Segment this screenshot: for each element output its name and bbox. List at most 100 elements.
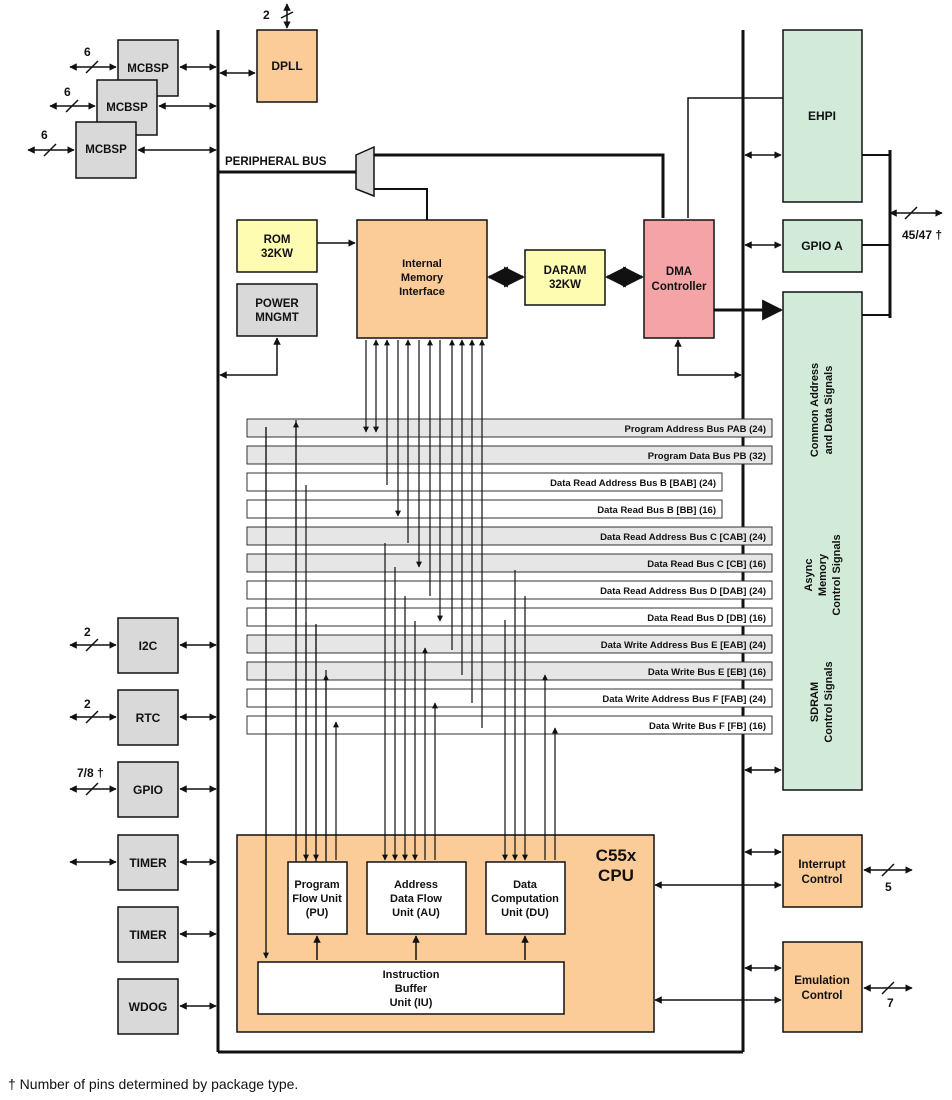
async-label-3: Control Signals [831,534,843,615]
async-label-2: Memory [817,553,829,596]
svg-text:Interface: Interface [399,286,445,298]
svg-text:WDOG: WDOG [129,1000,168,1014]
svg-text:MCBSP: MCBSP [127,63,169,75]
svg-text:(PU): (PU) [306,907,329,919]
svg-text:Control: Control [802,874,843,886]
svg-text:MCBSP: MCBSP [85,144,127,156]
dpll-block: DPLL [256,29,318,103]
common-signals-label-1: Common Address [809,363,821,457]
address-data-flow-unit-block: Address Data Flow Unit (AU) [366,861,467,935]
cpu-label-2: CPU [598,866,634,885]
mcbsp-block-3: MCBSP [75,121,137,179]
bus-label: Data Write Address Bus E [EAB] (24) [601,640,766,651]
i2c-pins-slash [85,638,99,652]
bus-bar [246,580,773,600]
timer-block-2: TIMER [117,906,179,963]
mux-to-imi-line [374,188,428,220]
bus-bar [246,607,773,627]
svg-text:I2C: I2C [139,639,158,653]
gpioa-block: GPIO A [782,219,863,273]
rom-block: ROM 32KW [236,219,318,273]
gpio-pin-count: 7/8 † [77,766,104,780]
svg-text:32KW: 32KW [261,248,293,260]
i2c-pin-count: 2 [84,625,91,639]
mux-to-dma-line [374,153,665,218]
mcbsp3-pin-count: 6 [41,128,48,142]
svg-text:Memory: Memory [401,272,444,284]
mcbsp3-pins-slash [43,143,57,157]
svg-text:Unit (IU): Unit (IU) [390,997,433,1009]
bus-label: Program Address Bus PAB (24) [625,424,766,435]
rtc-pins-slash [85,710,99,724]
gpio-block: GPIO [117,761,179,818]
bus-bar [246,688,773,708]
emulation-pin-count: 7 [887,996,894,1010]
timer-block-1: TIMER [117,834,179,891]
bus-bar [246,553,773,573]
svg-text:Data: Data [513,879,538,891]
internal-memory-interface-block: Internal Memory Interface [356,219,488,339]
bus-label: Data Write Address Bus F [FAB] (24) [602,694,766,705]
bus-label: Data Read Bus D [DB] (16) [647,613,766,624]
mcbsp1-pins-slash [85,60,99,74]
svg-text:EHPI: EHPI [808,109,836,123]
mcbsp1-pin-count: 6 [84,45,91,59]
dpll-pins-slash [280,11,294,19]
svg-text:MCBSP: MCBSP [106,102,148,114]
power-mngmt-block: POWER MNGMT [236,283,318,337]
svg-text:Computation: Computation [491,893,559,905]
instruction-buffer-unit-block: Instruction Buffer Unit (IU) [257,961,565,1015]
bus-connection-lines [263,339,558,959]
bus-bar [246,634,773,654]
svg-text:GPIO: GPIO [133,783,163,797]
internal-buses: Program Address Bus PAB (24) Program Data… [246,418,773,735]
bus-label: Data Write Bus E [EB] (16) [648,667,766,678]
bus-bar [246,445,773,465]
svg-text:MNGMT: MNGMT [255,312,298,324]
footnote: † Number of pins determined by package t… [8,1076,299,1092]
bus-bar [246,472,723,492]
bus-mux [355,145,375,198]
svg-text:Buffer: Buffer [395,983,428,995]
sdram-label-1: SDRAM [809,682,821,722]
svg-text:DMA: DMA [666,266,692,278]
emif-signals-block: Common Address and Data Signals Async Me… [782,291,863,791]
gpio-pins-slash [85,782,99,796]
dma-to-ehpi-line [687,97,783,218]
interrupt-pins-slash [881,863,895,877]
svg-text:TIMER: TIMER [129,928,167,942]
bus-label: Data Write Bus F [FB] (16) [649,721,766,732]
svg-text:TIMER: TIMER [129,856,167,870]
common-signals-label-2: and Data Signals [823,366,835,455]
svg-text:Emulation: Emulation [794,975,850,987]
ehpi-block: EHPI [782,29,863,203]
bus-label: Program Data Bus PB (32) [648,451,766,462]
bus-bar [246,715,773,735]
bus-label: Data Read Bus C [CB] (16) [647,559,766,570]
svg-text:Instruction: Instruction [383,969,440,981]
emulation-pins-slash [881,981,895,995]
program-flow-unit-block: Program Flow Unit (PU) [287,861,348,935]
cpu-label-1: C55x [596,846,637,865]
svg-text:DARAM: DARAM [544,265,587,277]
sdram-label-2: Control Signals [823,661,835,742]
wdog-block: WDOG [117,978,179,1035]
i2c-block: I2C [117,617,179,674]
mcbsp2-pins-slash [65,99,79,113]
ehpi-pin-count: 45/47 † [902,228,942,242]
svg-text:Unit (DU): Unit (DU) [501,907,549,919]
daram-block: DARAM 32KW [524,249,606,306]
mcbsp2-pin-count: 6 [64,85,71,99]
dpll-pin-count: 2 [263,8,270,22]
svg-text:32KW: 32KW [549,279,581,291]
interrupt-control-block: Interrupt Control [782,834,863,908]
svg-text:Control: Control [802,990,843,1002]
bus-label: Data Read Address Bus D [DAB] (24) [600,586,766,597]
dma-bus-arrow [674,339,742,379]
bus-bar [246,499,723,519]
bus-label: Data Read Address Bus B [BAB] (24) [550,478,716,489]
data-computation-unit-block: Data Computation Unit (DU) [485,861,566,935]
svg-text:ROM: ROM [264,234,291,246]
c55x-block-diagram: PERIPHERAL BUS 45/47 † EHPI GPIO A Commo… [27,3,943,1054]
svg-text:GPIO A: GPIO A [801,239,843,253]
